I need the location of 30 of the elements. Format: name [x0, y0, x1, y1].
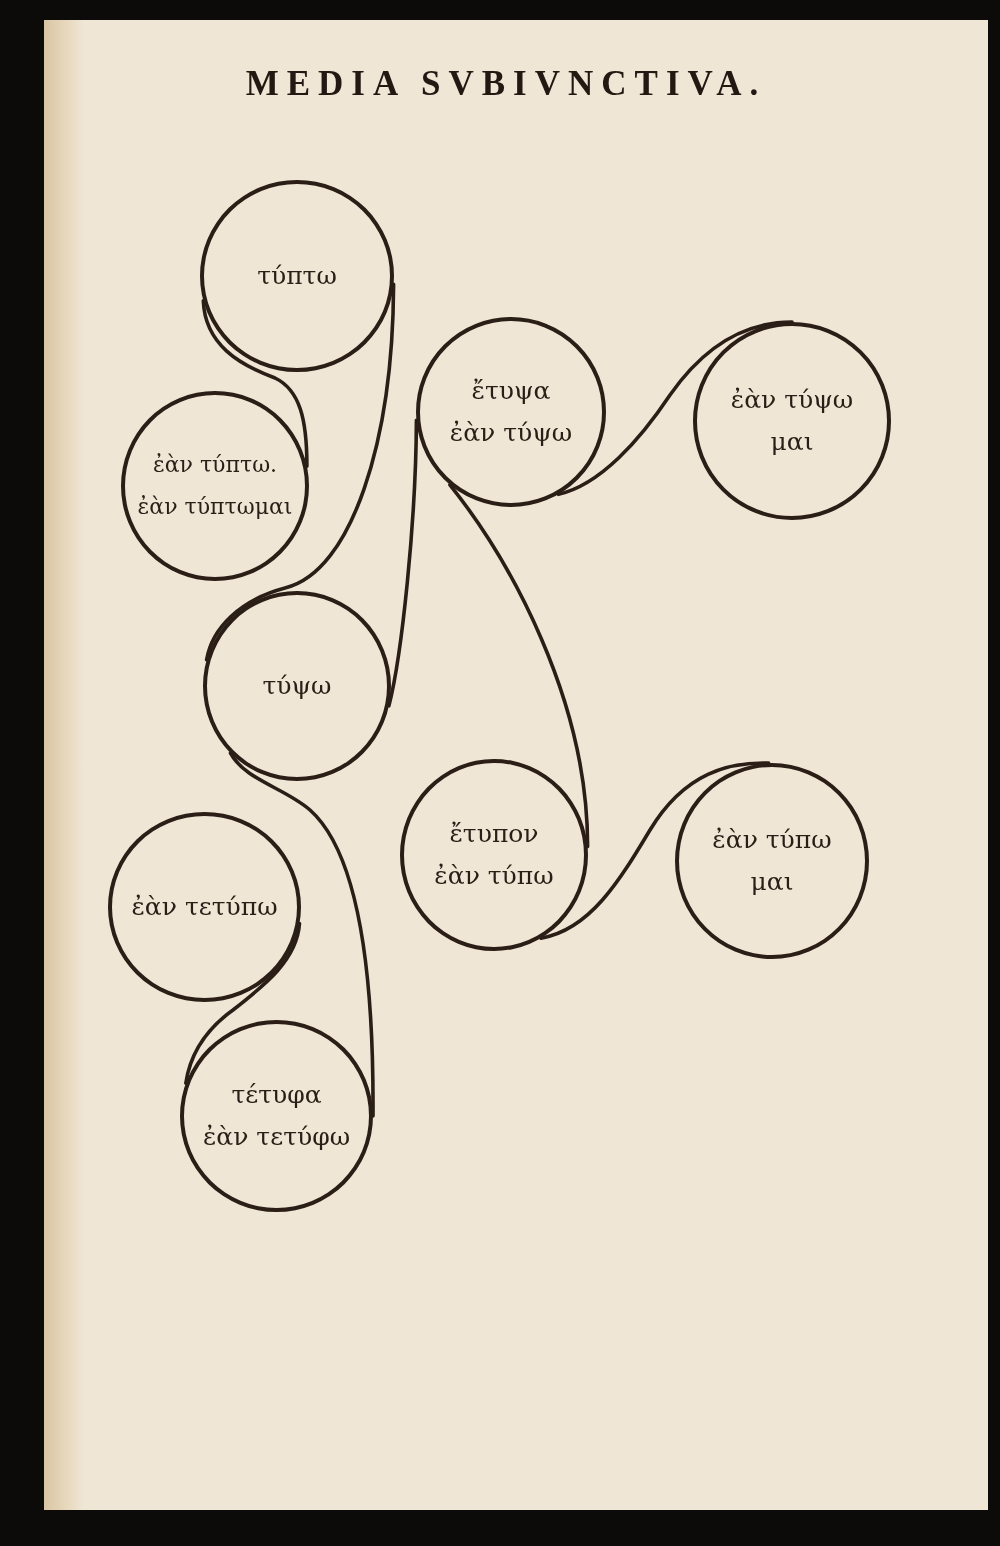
circle-node — [675, 763, 869, 959]
node-label: ἐὰν τύψω μαι — [729, 384, 855, 458]
connector-line — [201, 299, 309, 468]
node-label: ἐὰν τύπω μαι — [711, 824, 833, 898]
connector-line — [556, 320, 794, 497]
node-label: ἐὰν τύπω — [434, 860, 554, 892]
node-label: ἐὰν τύπτω. ἐὰν τύπτωμαι — [136, 451, 294, 521]
node-label: τύψω — [262, 670, 332, 702]
connector-line — [184, 921, 302, 1085]
connector-line — [448, 483, 590, 849]
node-label: ἐὰν τύψω — [449, 417, 573, 449]
connector-line — [204, 282, 396, 662]
node-label: τέτυφα — [231, 1079, 322, 1111]
circle-node — [400, 759, 588, 951]
circle-node — [121, 391, 309, 581]
circle-node — [200, 180, 394, 372]
connector-line — [387, 418, 419, 708]
node-label: ἐὰν τετύφω — [202, 1121, 351, 1153]
node-label: τύπτω — [257, 260, 337, 292]
node-label: ἔτυπον — [449, 818, 539, 850]
circle-node — [203, 591, 391, 781]
circle-node — [108, 812, 301, 1002]
circle-node — [693, 322, 891, 520]
page-title: MEDIA SVBIVNCTIVA. — [245, 64, 767, 104]
circle-node — [416, 317, 606, 507]
node-label: ἔτυψα — [471, 375, 551, 407]
connector-line — [539, 761, 771, 940]
connector-line — [228, 751, 375, 1118]
node-label: ἐὰν τετύπω — [131, 891, 278, 923]
circle-node — [180, 1020, 373, 1212]
